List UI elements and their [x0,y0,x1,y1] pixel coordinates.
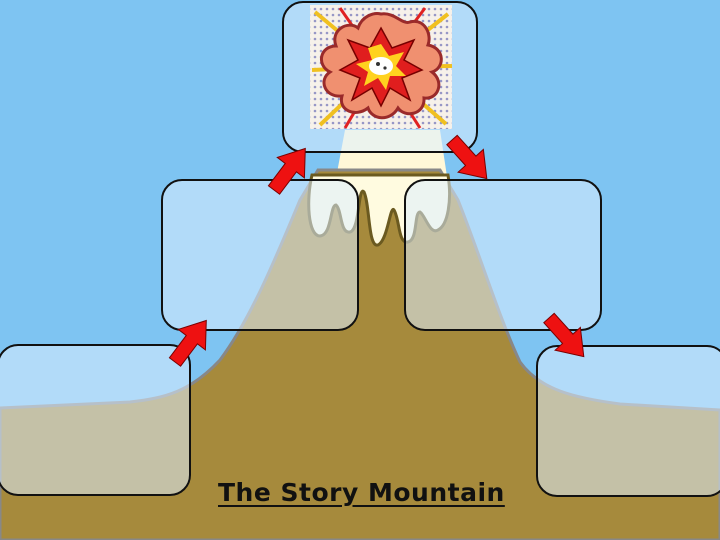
arrow-icon [446,134,488,180]
arrow-icon [168,319,207,367]
story-box-ending[interactable] [536,345,720,497]
comic-explosion-icon [310,5,453,129]
arrow-icon [267,147,306,195]
story-box-build-up[interactable] [161,179,359,331]
page-title: The Story Mountain [218,478,505,507]
arrow-icon [543,312,585,358]
story-box-resolution[interactable] [404,179,602,331]
story-box-opening[interactable] [0,344,191,496]
